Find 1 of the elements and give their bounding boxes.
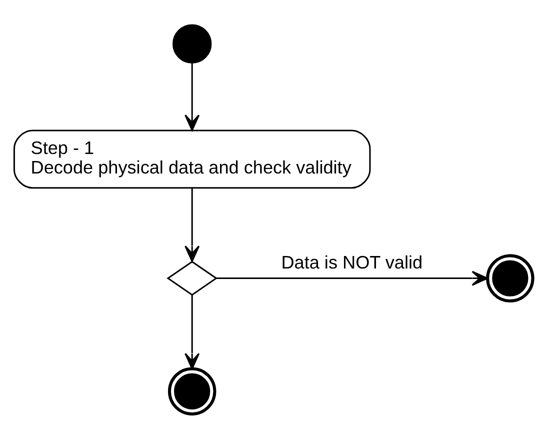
edge-label: Data is NOT valid xyxy=(281,252,423,272)
